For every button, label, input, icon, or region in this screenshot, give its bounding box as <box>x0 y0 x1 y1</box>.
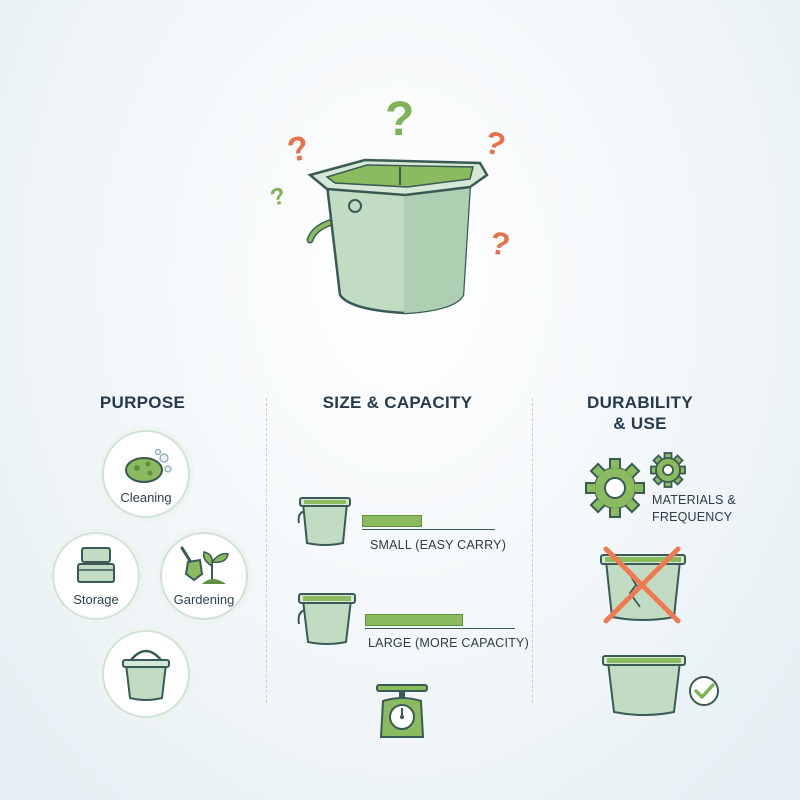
sponge-icon <box>125 448 172 483</box>
trowel-sprout-icon <box>180 546 229 584</box>
hero-illustration: ? ? ? ? ? <box>260 85 540 325</box>
stacked-containers-icon <box>77 547 115 583</box>
materials-line2: FREQUENCY <box>652 510 733 524</box>
large-label: LARGE (MORE CAPACITY) <box>368 636 529 650</box>
column-divider-left <box>266 398 267 703</box>
question-mark-icon: ? <box>385 93 414 146</box>
large-capacity-bar <box>365 614 515 629</box>
weighing-scale-icon <box>376 684 428 738</box>
storage-label: Storage <box>73 592 119 607</box>
svg-text:?: ? <box>267 182 288 212</box>
small-label: SMALL (EASY CARRY) <box>370 538 507 552</box>
purpose-title: PURPOSE <box>99 393 186 412</box>
svg-text:?: ? <box>385 93 414 146</box>
question-mark-icon: ? <box>481 124 509 164</box>
gears-icon <box>585 452 686 518</box>
cleaning-label: Cleaning <box>120 490 172 505</box>
bucket-with-handle-icon <box>122 649 170 701</box>
small-bucket-icon <box>297 497 351 546</box>
materials-line1: MATERIALS & <box>652 493 736 507</box>
sturdy-bucket-icon <box>602 655 686 716</box>
purpose-item-cleaning: Cleaning <box>102 430 190 518</box>
column-divider-right <box>532 398 533 703</box>
small-capacity-bar-fill <box>362 515 422 527</box>
purpose-item-gardening: Gardening <box>160 532 248 620</box>
cracked-bucket-cross-icon <box>600 546 686 624</box>
durability-title-line2: & USE <box>613 414 667 433</box>
size-title: SIZE & CAPACITY <box>322 393 473 412</box>
question-mark-icon: ? <box>284 129 312 170</box>
large-bucket-icon <box>297 593 356 645</box>
purpose-item-storage: Storage <box>52 532 140 620</box>
bucket-icon <box>306 158 489 315</box>
checkmark-icon <box>689 676 719 706</box>
large-capacity-bar-fill <box>365 614 463 626</box>
question-mark-icon: ? <box>267 182 288 212</box>
gardening-label: Gardening <box>173 592 235 607</box>
question-mark-icon: ? <box>487 224 513 263</box>
durability-title-line1: DURABILITY <box>587 393 693 412</box>
purpose-item-bucket <box>102 630 190 718</box>
materials-note: MATERIALS & FREQUENCY <box>652 492 736 526</box>
small-capacity-bar <box>362 515 495 530</box>
durability-title: DURABILITY & USE <box>580 392 700 434</box>
